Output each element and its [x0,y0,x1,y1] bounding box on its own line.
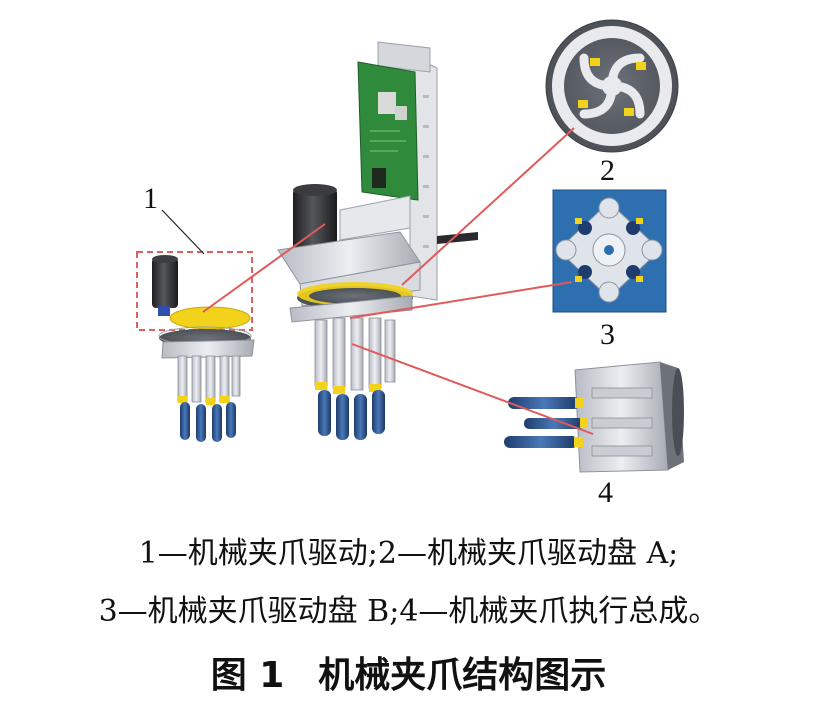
callout-1: 1 [143,182,158,215]
legend-line-2: 3—机械夹爪驱动盘 B;4—机械夹爪执行总成。 [98,594,719,629]
gripper-structure-figure [136,19,684,473]
figure-number: 图 1 [210,655,285,696]
callout-4: 4 [598,476,613,509]
gripper-drive-assembly [136,251,255,442]
small-gripper-fingers [180,402,236,442]
gripper-main-assembly [277,41,478,440]
drive-disc-a [545,19,679,153]
callout-2: 2 [600,154,615,187]
drive-gear [169,306,251,330]
leader-lines [202,127,594,435]
gripper-execution-assembly [504,361,684,473]
main-drive-motor [293,188,337,254]
main-gripper-fingers [318,390,385,440]
figure-title: 图 1 机械夹爪结构图示 [0,646,817,698]
drive-disc-b [552,189,667,313]
legend-line-1: 1—机械夹爪驱动;2—机械夹爪驱动盘 A; [138,536,679,571]
figure-title-text: 机械夹爪结构图示 [318,655,607,696]
drive-motor [152,258,178,308]
callout-3: 3 [600,318,615,351]
callout-1-leader [161,209,205,255]
